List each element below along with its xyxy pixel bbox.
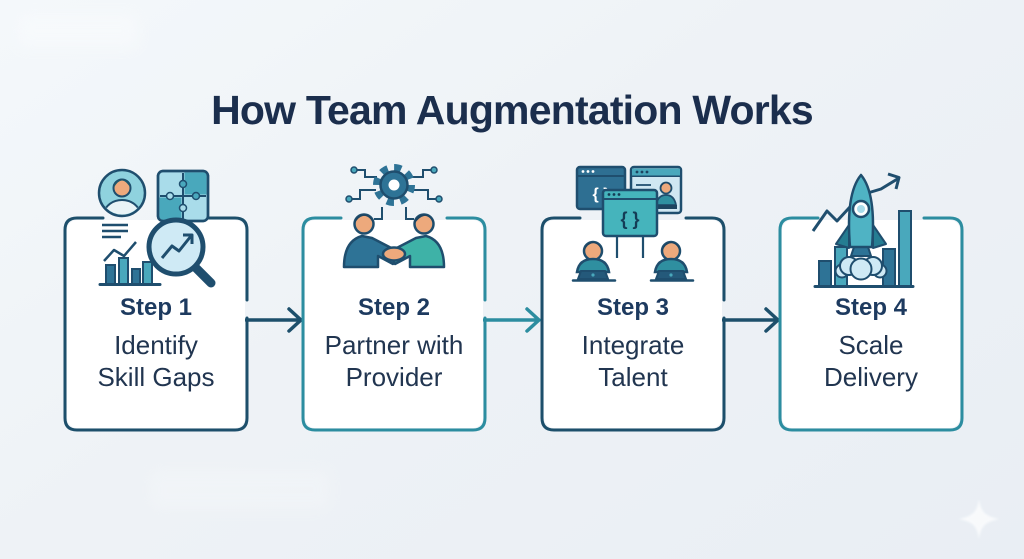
step-card-3: { } { } S: [540, 165, 726, 432]
step-line-2: Provider: [345, 362, 443, 392]
developer-team-integration-icon: { } { }: [571, 163, 695, 295]
step-card-2: Step 2 Partner with Provider: [301, 164, 487, 432]
sparkle-icon: [958, 498, 1000, 540]
step-line-2: Talent: [598, 362, 668, 392]
rocket-growth-chart-icon: [809, 163, 933, 295]
step-label: Step 2: [357, 294, 431, 321]
skill-gap-analysis-icon: [94, 163, 218, 295]
flow-arrow-icon-3: [721, 304, 780, 336]
step-label: Step 4: [834, 294, 908, 321]
page-title: How Team Augmentation Works: [211, 87, 814, 134]
step-label: Step 1: [119, 294, 193, 321]
step-label: Step 3: [596, 294, 670, 321]
background-light-patch: [150, 470, 330, 510]
step-line-1: Integrate: [581, 330, 685, 360]
svg-text:{ }: { }: [620, 209, 639, 229]
step-card-1: Step 1 Identify Skill Gaps: [63, 168, 249, 432]
step-line-1: Scale: [838, 330, 904, 360]
step-line-1: Identify: [114, 330, 198, 360]
step-line-1: Partner with: [324, 330, 464, 360]
flow-arrow-icon-2: [482, 304, 541, 336]
flow-arrow-icon-1: [244, 304, 303, 336]
step-card-4: Step 4 Scale Delivery: [778, 172, 964, 432]
partnership-handshake-icon: [332, 163, 456, 295]
background-light-patch: [18, 14, 138, 48]
step-line-2: Skill Gaps: [97, 362, 215, 392]
step-line-2: Delivery: [824, 362, 918, 392]
